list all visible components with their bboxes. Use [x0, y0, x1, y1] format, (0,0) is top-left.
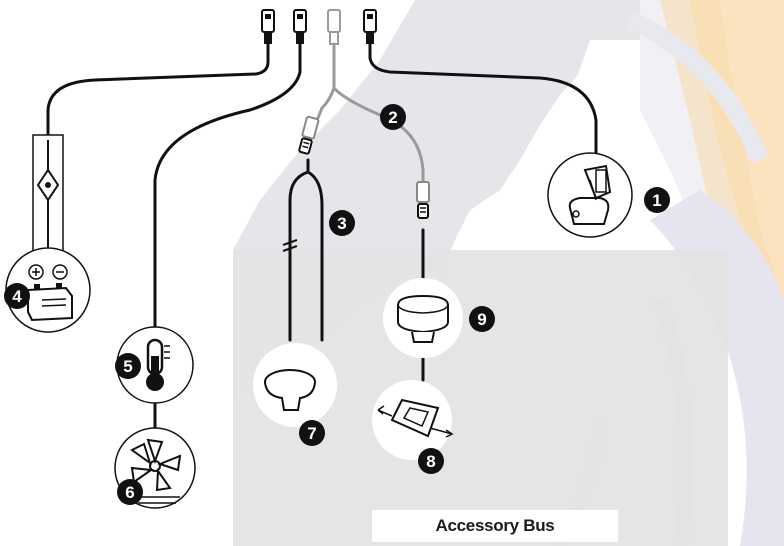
cable-break-mark [282, 239, 298, 252]
svg-text:4: 4 [12, 287, 22, 306]
connector-plug-icon [363, 9, 377, 44]
callout-badge-1: 1 [644, 187, 670, 213]
callout-badge-6: 6 [117, 479, 143, 505]
svg-text:2: 2 [388, 108, 397, 127]
puck-icon [383, 278, 463, 358]
cables [46, 42, 598, 432]
knob-icon [253, 343, 337, 427]
callout-badge-4: 4 [4, 283, 30, 309]
callout-badge-5: 5 [115, 353, 141, 379]
callout-badge-7: 7 [299, 420, 325, 446]
inline-connector-icon [298, 115, 320, 155]
svg-text:3: 3 [337, 214, 346, 233]
flow-sensor-icon [372, 380, 454, 460]
svg-text:8: 8 [426, 452, 435, 471]
thermometer-icon [116, 326, 194, 404]
accessory-bus-label: Accessory Bus [372, 510, 618, 542]
connector-plug-icon [327, 9, 341, 45]
battery-icon [5, 247, 91, 333]
callout-badge-8: 8 [418, 448, 444, 474]
transducer-icon [547, 152, 633, 238]
svg-text:5: 5 [123, 357, 132, 376]
svg-text:7: 7 [307, 424, 316, 443]
inline-connector-icon [416, 181, 430, 219]
connector-plug-icon [261, 9, 275, 44]
svg-text:1: 1 [652, 191, 661, 210]
svg-text:9: 9 [477, 310, 486, 329]
connector-plug-icon [293, 9, 307, 44]
callout-badge-9: 9 [469, 306, 495, 332]
callout-badge-3: 3 [329, 210, 355, 236]
svg-text:6: 6 [125, 483, 134, 502]
fuse-icon [32, 134, 64, 256]
callout-badge-2: 2 [380, 104, 406, 130]
